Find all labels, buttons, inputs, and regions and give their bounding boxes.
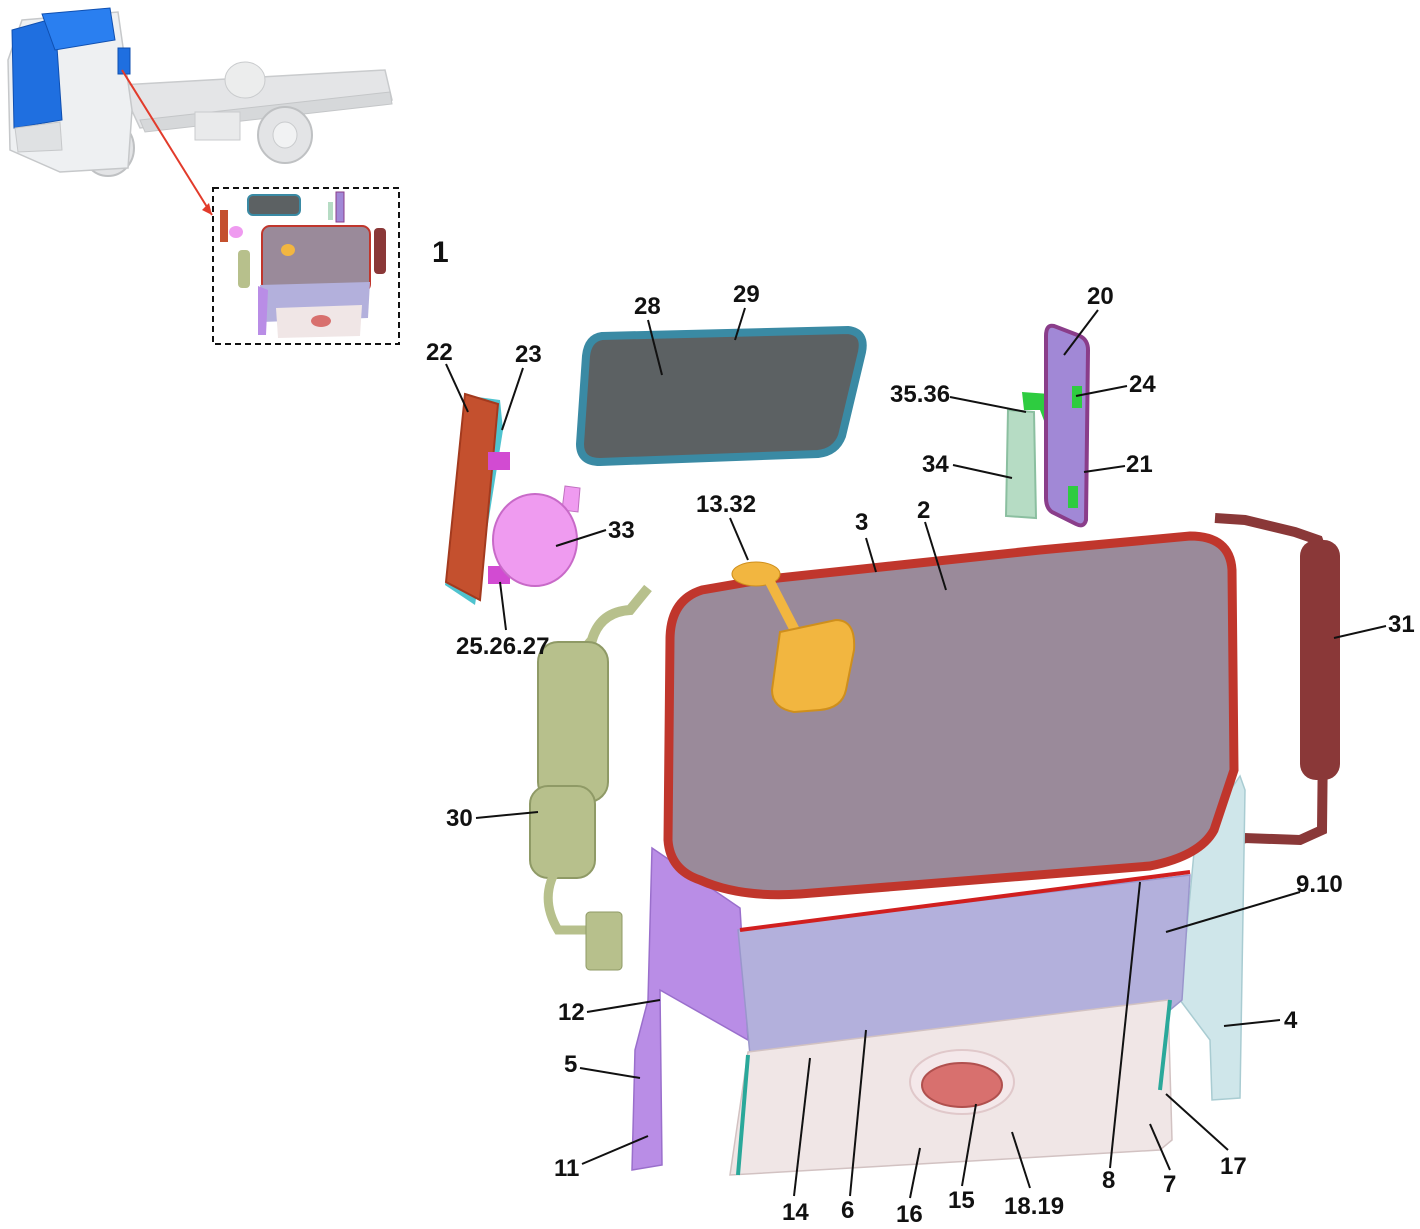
truck-overview-illustration [7,7,393,216]
callout-18-19: 18.19 [1004,1193,1064,1220]
callout-5: 5 [564,1051,577,1078]
callout-16: 16 [896,1201,923,1228]
door-glass-panel [444,392,510,605]
callout-28: 28 [634,293,661,320]
left-corner-panel [631,846,749,1171]
callout-34: 34 [922,451,949,478]
callout-21: 21 [1126,451,1153,478]
front-view-mirror [492,485,581,587]
callout-9-10: 9.10 [1296,871,1343,898]
callout-14: 14 [782,1199,809,1226]
callout-24: 24 [1129,371,1156,398]
callout-22: 22 [426,339,453,366]
callout-20: 20 [1087,283,1114,310]
callout-3: 3 [855,509,868,536]
callout-2: 2 [917,497,930,524]
callout-29: 29 [733,281,760,308]
rear-window [575,325,867,467]
callout-7: 7 [1163,1171,1176,1198]
callout-30: 30 [446,805,473,832]
side-window [1044,323,1091,528]
exploded-inset-thumbnail [212,187,400,345]
front-panel [737,870,1191,1056]
callout-labels: 1 22 23 28 29 20 24 21 35.36 34 33 25.26… [426,236,1415,1228]
callout-31: 31 [1388,611,1415,638]
callout-4: 4 [1284,1007,1298,1034]
callout-12: 12 [558,999,585,1026]
grille [729,999,1173,1176]
callout-6: 6 [841,1197,854,1224]
group-label: 1 [432,236,449,269]
callout-11: 11 [554,1155,579,1182]
callout-25-26-27: 25.26.27 [456,633,549,660]
interior-mirror [731,561,856,714]
callout-13-32: 13.32 [696,491,756,518]
windshield [663,531,1239,900]
callout-23: 23 [515,341,542,368]
left-mirror [529,584,652,971]
callout-17: 17 [1220,1153,1247,1180]
callout-35-36: 35.36 [890,381,950,408]
callout-15: 15 [948,1187,975,1214]
callout-8: 8 [1102,1167,1115,1194]
leader-lines [445,307,1387,1199]
callout-33: 33 [608,517,635,544]
right-corner-panel [1179,774,1246,1101]
